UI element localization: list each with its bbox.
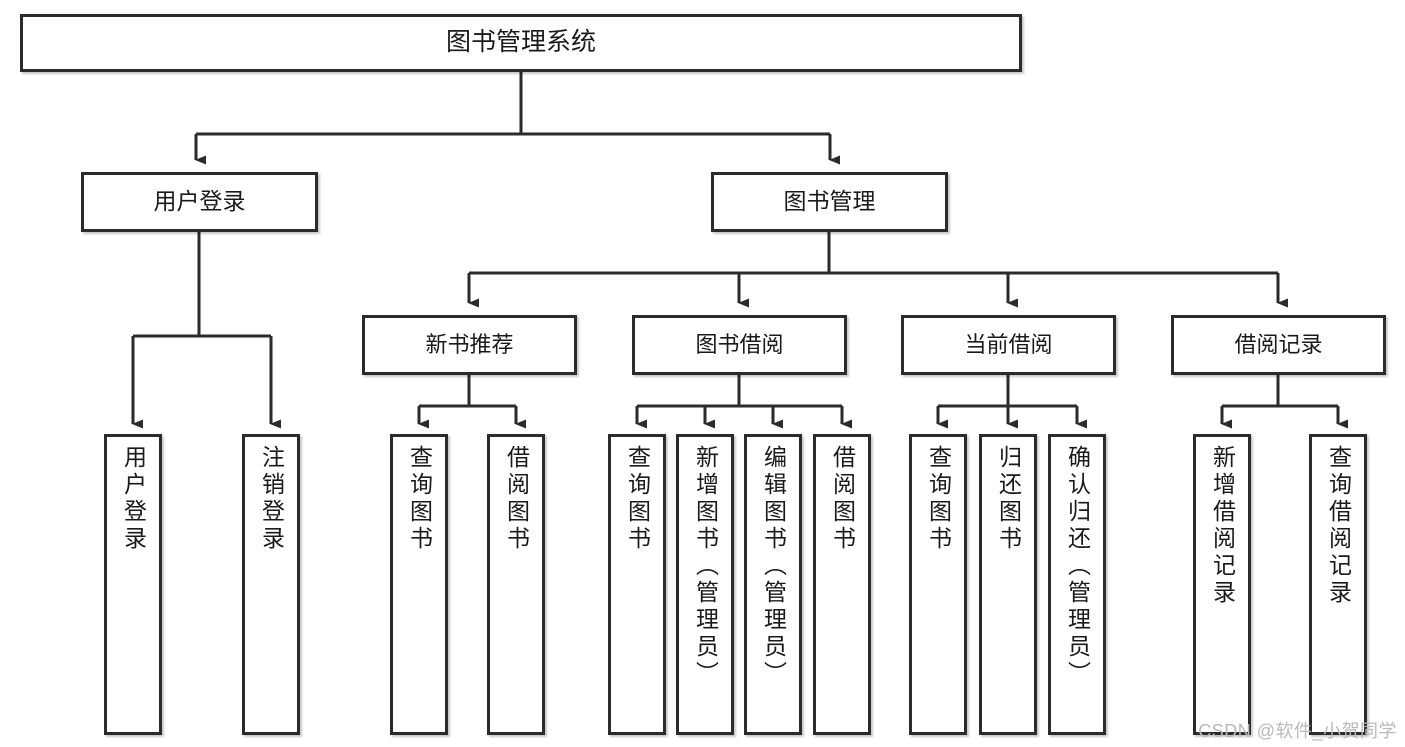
node-user-login[interactable]: 用户登录 (81, 172, 318, 232)
node-root-system[interactable]: 图书管理系统 (20, 14, 1022, 72)
node-label: 新增图书（管理员） (692, 445, 719, 688)
leaf-borrow-edit-book-admin[interactable]: 编辑图书（管理员） (744, 434, 802, 735)
leaf-current-confirm-return-admin[interactable]: 确认归还（管理员） (1048, 434, 1106, 735)
node-label: 查询图书 (925, 445, 952, 553)
node-current-borrow[interactable]: 当前借阅 (901, 315, 1116, 375)
leaf-record-query-record[interactable]: 查询借阅记录 (1309, 434, 1367, 735)
node-label: 确认归还（管理员） (1064, 445, 1091, 688)
node-label: 新书推荐 (425, 332, 514, 358)
csdn-watermark: CSDN @软件_小贺同学 (1198, 721, 1397, 741)
node-label: 当前借阅 (964, 332, 1053, 358)
leaf-current-return-book[interactable]: 归还图书 (979, 434, 1037, 735)
node-label: 图书借阅 (695, 332, 784, 358)
node-label: 编辑图书（管理员） (760, 445, 787, 688)
leaf-user-login-signout[interactable]: 注销登录 (242, 434, 300, 735)
leaf-borrow-add-book-admin[interactable]: 新增图书（管理员） (676, 434, 734, 735)
leaf-record-add-record[interactable]: 新增借阅记录 (1193, 434, 1251, 735)
node-book-borrow[interactable]: 图书借阅 (632, 315, 847, 375)
node-new-book-recommend[interactable]: 新书推荐 (362, 315, 577, 375)
node-label: 查询图书 (406, 445, 433, 553)
node-label: 归还图书 (995, 445, 1022, 553)
leaf-recommend-borrow-book[interactable]: 借阅图书 (487, 434, 545, 735)
node-label: 借阅图书 (503, 445, 530, 553)
node-label: 图书管理 (783, 188, 876, 215)
leaf-current-query-book[interactable]: 查询图书 (909, 434, 967, 735)
node-label: 查询借阅记录 (1325, 445, 1352, 607)
node-label: 借阅图书 (829, 445, 856, 553)
node-label: 查询图书 (624, 445, 651, 553)
leaf-user-login-signin[interactable]: 用户登录 (104, 434, 162, 735)
node-label: 用户登录 (153, 188, 246, 215)
leaf-borrow-borrow-book[interactable]: 借阅图书 (813, 434, 871, 735)
node-borrow-record[interactable]: 借阅记录 (1171, 315, 1386, 375)
leaf-recommend-query-book[interactable]: 查询图书 (390, 434, 448, 735)
node-label: 用户登录 (120, 445, 147, 553)
node-label: 图书管理系统 (445, 28, 596, 57)
node-book-management[interactable]: 图书管理 (711, 172, 948, 232)
node-label: 借阅记录 (1234, 332, 1323, 358)
leaf-borrow-query-book[interactable]: 查询图书 (608, 434, 666, 735)
node-label: 新增借阅记录 (1209, 445, 1236, 607)
node-label: 注销登录 (258, 445, 285, 553)
